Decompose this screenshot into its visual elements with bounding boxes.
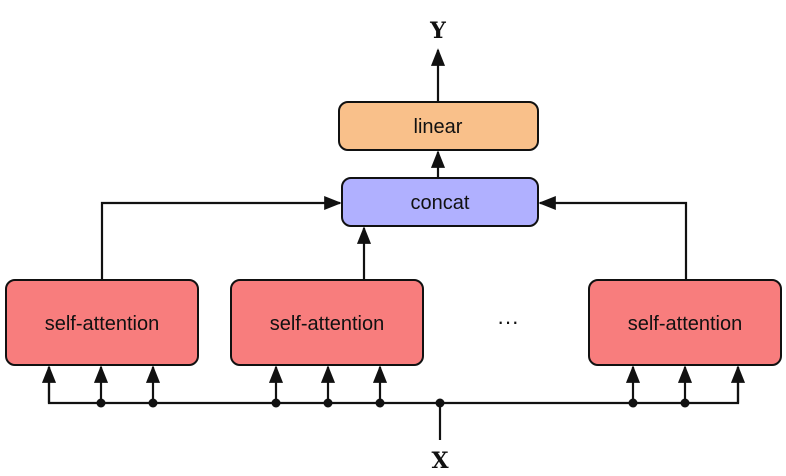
linear-label: linear [414,116,463,138]
head-2-inputs [268,365,388,403]
head-2-label: self-attention [270,313,385,335]
junction-dot [628,398,638,408]
concat-label: concat [411,192,470,214]
self-attention-head-1: self-attention [5,279,199,366]
head-3-inputs [625,365,746,403]
self-attention-head-3: self-attention [588,279,782,366]
linear-block: linear [338,101,539,151]
junction-dot [96,398,106,408]
linear-box [338,101,539,151]
output-label: Y [429,18,446,44]
junction-dot [375,398,385,408]
junction-dot [271,398,281,408]
junction-dot [323,398,333,408]
junction-dot [680,398,690,408]
arrow-head1-to-concat [100,195,342,280]
head-1-label: self-attention [45,313,160,335]
junction-dot [435,398,445,408]
head-3-label: self-attention [628,313,743,335]
junction-dot [148,398,158,408]
head-3-box [588,279,782,366]
concat-box [341,177,539,227]
head-1-inputs [41,365,161,403]
arrow-head3-to-concat [538,195,688,280]
self-attention-head-2: self-attention [230,279,424,366]
head-2-box [230,279,424,366]
input-label: X [431,448,449,474]
junction-dots [96,398,690,408]
head-1-box [5,279,199,366]
concat-block: concat [341,177,539,227]
ellipsis: ··· [497,309,519,334]
